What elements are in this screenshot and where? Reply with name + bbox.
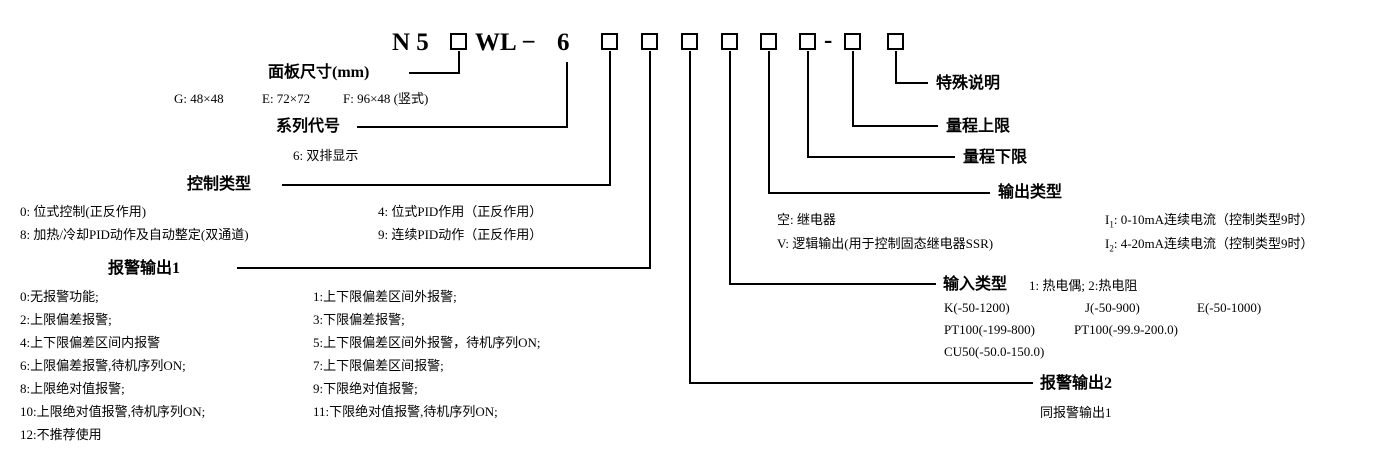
model-code-mid: WL − xyxy=(475,29,536,56)
input-type-item: PT100(-199-800) xyxy=(944,322,1035,337)
alarm1-item: 8:上限绝对值报警; xyxy=(20,381,125,396)
code-box-range-lower xyxy=(799,33,816,50)
output-type-title: 输出类型 xyxy=(998,184,1063,201)
connector-output xyxy=(768,51,990,194)
alarm1-item: 3:下限偏差报警; xyxy=(313,312,405,327)
control-type-item: 8: 加热/冷却PID动作及自动整定(双通道) xyxy=(20,227,249,242)
connector-input xyxy=(729,51,936,285)
input-type-item: CU50(-50.0-150.0) xyxy=(944,344,1045,359)
alarm1-item: 0:无报警功能; xyxy=(20,289,99,304)
input-type-item: J(-50-900) xyxy=(1085,300,1140,315)
output-type-i2: I2: 4-20mA连续电流（控制类型9时） xyxy=(1105,236,1314,254)
panel-size-item: G: 48×48 xyxy=(174,91,224,106)
connector-alarm2 xyxy=(689,51,1033,384)
alarm1-item: 1:上下限偏差区间外报警; xyxy=(313,289,457,304)
alarm1-title: 报警输出1 xyxy=(108,260,181,277)
code-box-alarm2 xyxy=(681,33,698,50)
series-item: 6: 双排显示 xyxy=(293,148,359,163)
output-type-i1: I1: 0-10mA连续电流（控制类型9时） xyxy=(1105,212,1314,230)
series-title: 系列代号 xyxy=(276,118,341,135)
model-code-prefix: N 5 xyxy=(392,29,429,56)
output-type-item: 空: 继电器 xyxy=(777,212,836,227)
code-box-range-upper xyxy=(844,33,861,50)
alarm2-title: 报警输出2 xyxy=(1040,375,1113,392)
alarm1-item: 10:上限绝对值报警,待机序列ON; xyxy=(20,404,206,419)
range-lower-title: 量程下限 xyxy=(963,149,1028,166)
model-code-dash: - xyxy=(824,27,833,54)
alarm1-item: 6:上限偏差报警,待机序列ON; xyxy=(20,358,186,373)
connector-special xyxy=(895,51,928,84)
control-type-item: 4: 位式PID作用（正反作用） xyxy=(378,204,543,219)
alarm1-item: 2:上限偏差报警; xyxy=(20,312,112,327)
alarm1-item: 5:上下限偏差区间外报警，待机序列ON; xyxy=(313,335,541,350)
input-type-item: K(-50-1200) xyxy=(944,300,1010,315)
alarm1-item: 12:不推荐使用 xyxy=(20,427,102,442)
panel-size-item: E: 72×72 xyxy=(262,91,311,106)
connector-range-upper xyxy=(852,51,938,127)
control-type-title: 控制类型 xyxy=(187,176,252,193)
special-title: 特殊说明 xyxy=(936,75,1001,92)
model-code-six: 6 xyxy=(557,29,570,56)
alarm1-item: 9:下限绝对值报警; xyxy=(313,381,418,396)
control-type-item: 9: 连续PID动作（正反作用） xyxy=(378,227,543,242)
code-box-output xyxy=(760,33,777,50)
panel-size-title: 面板尺寸(mm) xyxy=(268,64,370,81)
code-box-special xyxy=(887,33,904,50)
input-type-note: 1: 热电偶; 2:热电阻 xyxy=(1029,278,1138,293)
connector-control xyxy=(282,51,611,186)
input-type-item: PT100(-99.9-200.0) xyxy=(1074,322,1178,337)
range-upper-title: 量程上限 xyxy=(946,118,1011,135)
input-type-title: 输入类型 xyxy=(943,276,1008,293)
code-box-control xyxy=(601,33,618,50)
alarm1-item: 11:下限绝对值报警,待机序列ON; xyxy=(313,404,498,419)
connector-range-lower xyxy=(807,51,955,158)
panel-size-item: F: 96×48 (竖式) xyxy=(343,91,429,106)
connector-series xyxy=(357,62,568,128)
connector-alarm1 xyxy=(237,51,651,269)
code-box-alarm1 xyxy=(641,33,658,50)
connector-panel xyxy=(409,51,460,74)
output-type-item: V: 逻辑输出(用于控制固态继电器SSR) xyxy=(777,236,994,251)
control-type-item: 0: 位式控制(正反作用) xyxy=(20,204,147,219)
code-box-input xyxy=(721,33,738,50)
alarm1-item: 4:上下限偏差区间内报警 xyxy=(20,335,161,350)
alarm2-item: 同报警输出1 xyxy=(1040,405,1112,420)
code-box-panel xyxy=(450,33,467,50)
alarm1-item: 7:上下限偏差区间报警; xyxy=(313,358,444,373)
input-type-item: E(-50-1000) xyxy=(1197,300,1262,315)
